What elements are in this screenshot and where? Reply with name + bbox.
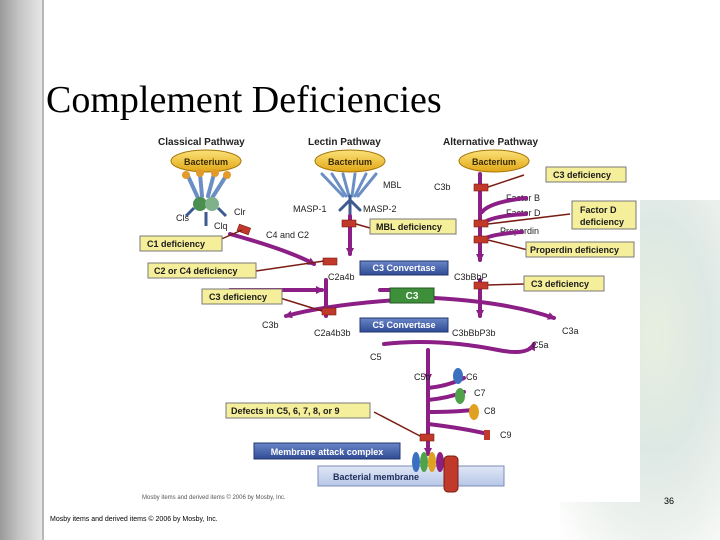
- c3bbbp-label: C3bBbP: [454, 272, 488, 282]
- c6-c9-components-icon: [453, 368, 490, 440]
- c3-convertase-bar: C3 Convertase: [359, 260, 449, 276]
- figure-background: [138, 130, 640, 502]
- classical-to-c2a4b-arrow: [228, 232, 316, 266]
- masp2-label: MASP-2: [363, 204, 397, 214]
- c3b-label: C3b: [262, 320, 279, 330]
- slide-title: Complement Deficiencies: [46, 79, 442, 121]
- lectin-pathway-label: Lectin Pathway: [308, 137, 381, 148]
- c5-9-defects-box: [225, 402, 371, 419]
- c3-deficiency-top-text: C3 deficiency: [553, 170, 611, 180]
- alternative-pathway-label: Alternative Pathway: [443, 137, 538, 148]
- bacterium-label: Bacterium: [472, 157, 516, 167]
- c9-branch: [426, 422, 490, 436]
- factor-d-block-mark: [473, 219, 489, 228]
- c5a-label: C5a: [532, 340, 549, 350]
- c3-bar: C3: [389, 287, 435, 304]
- slide-left-divider: [42, 0, 44, 540]
- bacterial-membrane: Bacterial membrane: [317, 465, 505, 487]
- c5-to-c5a-arrow: [382, 340, 536, 354]
- c3b-alt-label: C3b: [434, 182, 451, 192]
- c3bbbp3b-label: C3bBbP3b: [452, 328, 496, 338]
- slide-left-border: [0, 0, 42, 540]
- c6-label: C6: [466, 372, 478, 382]
- properdin-deficiency-text: Properdin deficiency: [530, 245, 619, 255]
- mbl-deficiency-box: [369, 218, 457, 235]
- factor-d-deficiency-box: [571, 200, 637, 230]
- bacterium-label: Bacterium: [328, 157, 372, 167]
- c5b-label: C5b: [414, 372, 431, 382]
- c3-deficiency-right-text: C3 deficiency: [531, 279, 589, 289]
- c1-deficiency-text: C1 deficiency: [147, 239, 205, 249]
- classical-pathway-label: Classical Pathway: [158, 137, 245, 148]
- clr-label: Clr: [234, 207, 246, 217]
- c3-deficiency-top-box: [545, 166, 627, 183]
- mbl-molecule-icon: [320, 172, 378, 216]
- factor-b-arrow: [480, 196, 528, 214]
- c5-9-block-mark: [419, 433, 435, 442]
- c3-deficiency-left-box: [201, 288, 283, 305]
- c3a-label: C3a: [562, 326, 579, 336]
- c7-label: C7: [474, 388, 486, 398]
- c3bbbp-block-mark: [473, 281, 489, 290]
- c3-left-block-mark: [321, 307, 337, 316]
- cls-label: Cls: [176, 213, 189, 223]
- c2-c4-deficiency-text: C2 or C4 deficiency: [154, 266, 238, 276]
- c3-bar-label: C3: [406, 291, 419, 302]
- slide-number: 36: [664, 496, 675, 506]
- c5-label: C5: [370, 352, 382, 362]
- c1-block-mark: [236, 223, 252, 236]
- complement-pathway-diagram: Classical Pathway Lectin Pathway Alterna…: [138, 130, 640, 502]
- mac-pore-icon: [412, 452, 459, 493]
- c3-deficiency-left-text: C3 deficiency: [209, 292, 267, 302]
- bacterium-classical: Bacterium: [170, 149, 242, 173]
- clq-label: Clq: [214, 221, 228, 231]
- mbl-block-mark: [341, 219, 357, 228]
- bacterium-alternative: Bacterium: [458, 149, 530, 173]
- c3b-alt-block-mark: [473, 183, 489, 192]
- properdin-block-mark: [473, 235, 489, 244]
- c8-label: C8: [484, 406, 496, 416]
- c3-convertase-label: C3 Convertase: [372, 263, 435, 273]
- c4-c2-label: C4 and C2: [266, 230, 309, 240]
- masp1-label: MASP-1: [293, 204, 327, 214]
- c8-branch: [426, 408, 474, 414]
- c3-deficiency-right-box: [523, 275, 605, 292]
- mbl-label: MBL: [383, 180, 402, 190]
- factor-d-deficiency-line2: deficiency: [580, 217, 624, 227]
- slide-credit: Mosby items and derived items © 2006 by …: [50, 516, 218, 523]
- bacterial-membrane-label: Bacterial membrane: [333, 472, 419, 482]
- c2a4b-label: C2a4b: [328, 272, 355, 282]
- c9-label: C9: [500, 430, 512, 440]
- c1-deficiency-box: [139, 235, 223, 252]
- membrane-attack-complex-bar: Membrane attack complex: [253, 442, 401, 460]
- mac-label: Membrane attack complex: [271, 447, 384, 457]
- bacterium-lectin: Bacterium: [314, 149, 386, 173]
- bacterium-label: Bacterium: [184, 157, 228, 167]
- properdin-deficiency-box: [525, 241, 635, 258]
- mbl-deficiency-text: MBL deficiency: [376, 222, 442, 232]
- c5-convertase-bar: C5 Convertase: [359, 317, 449, 333]
- c2a4b-block-mark: [322, 257, 338, 266]
- c5-convertase-label: C5 Convertase: [372, 320, 435, 330]
- factor-d-deficiency-line1: Factor D: [580, 205, 617, 215]
- figure-copyright: Mosby items and derived items © 2006 by …: [142, 494, 286, 501]
- c1-complex-icon: [182, 169, 231, 226]
- c2a4b3b-label: C2a4b3b: [314, 328, 351, 338]
- c3-to-c3a-arrow: [432, 296, 556, 320]
- c2-c4-deficiency-box: [147, 262, 257, 279]
- c5-9-defects-text: Defects in C5, 6, 7, 8, or 9: [231, 406, 340, 416]
